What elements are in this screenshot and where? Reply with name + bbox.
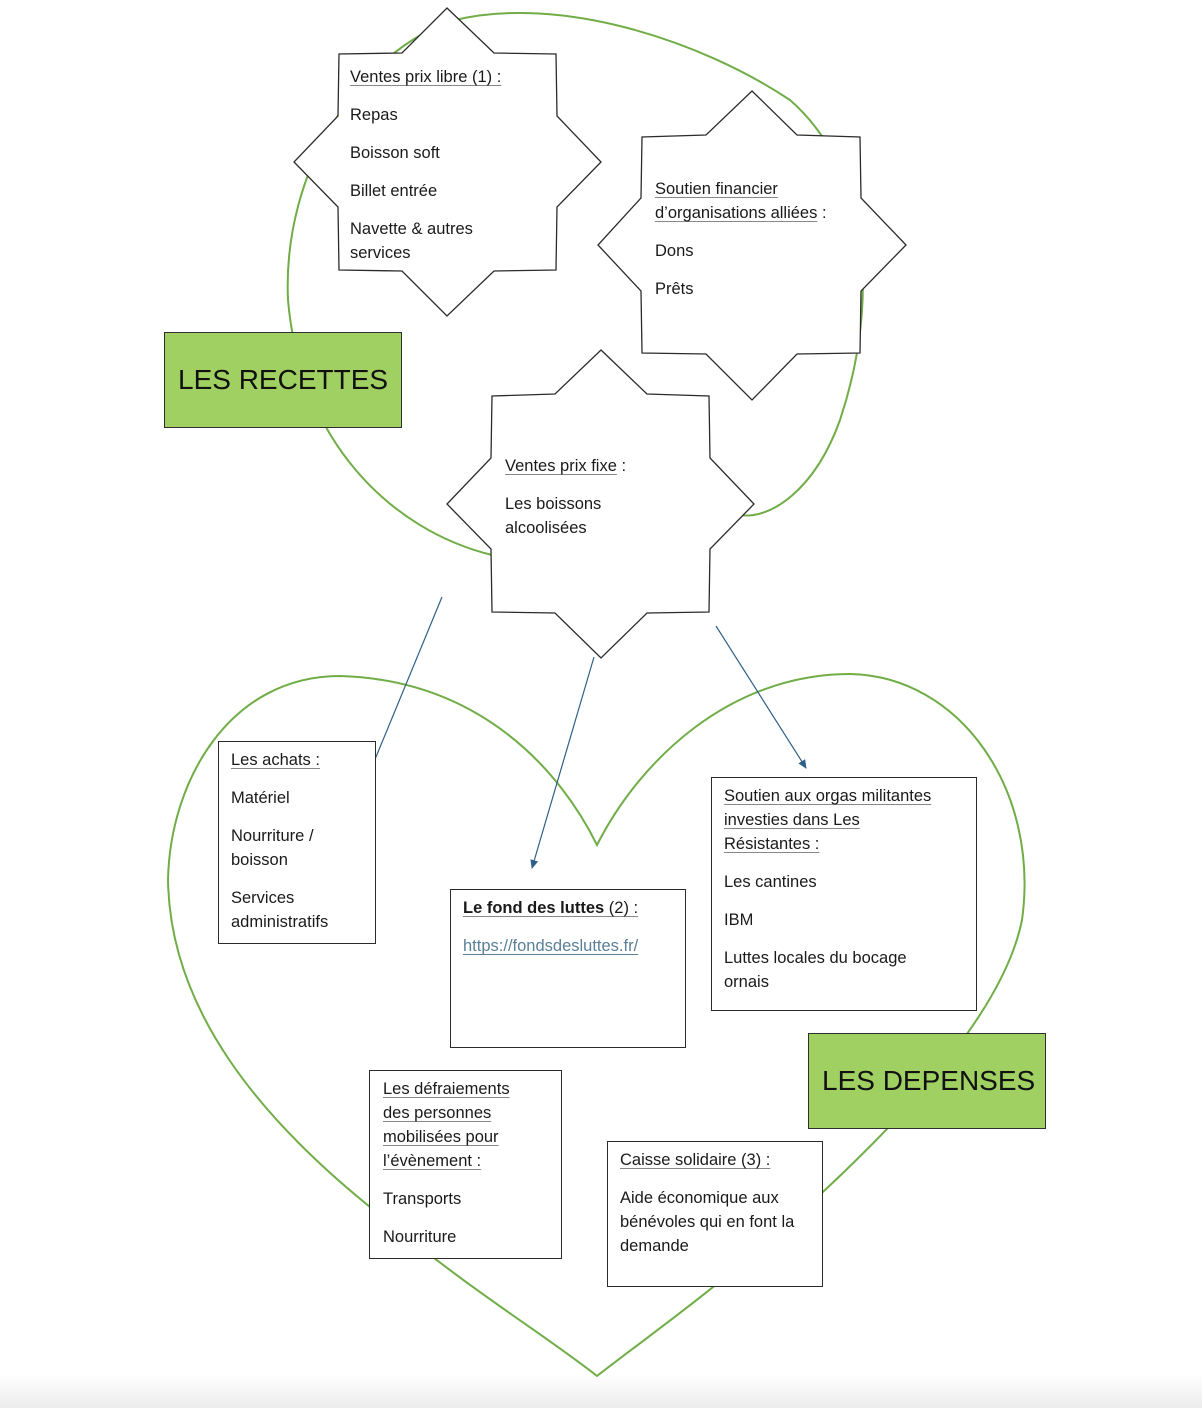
- list-item: Navette & autres: [350, 220, 473, 238]
- ventes-prix-fixe-text: Ventes prix fixe : Les boissons alcoolis…: [505, 454, 705, 540]
- list-item: Repas: [350, 106, 398, 124]
- list-item: ornais: [724, 973, 769, 991]
- list-item: Billet entrée: [350, 182, 438, 200]
- fond-des-luttes-suffix: (2) :: [604, 899, 639, 917]
- defraiements-box: [369, 1070, 562, 1259]
- defraiements-title-line: mobilisées pour: [383, 1128, 499, 1146]
- soutien-financier-title-line2: d’organisations alliées: [655, 204, 818, 222]
- caisse-solidaire-box: [607, 1141, 823, 1287]
- fond-des-luttes-link[interactable]: https://fondsdesluttes.fr/: [463, 937, 639, 955]
- caisse-solidaire-title: Caisse solidaire (3) :: [620, 1151, 771, 1169]
- arrow-to-fond-des-luttes: [530, 656, 595, 869]
- achats-title: Les achats :: [231, 751, 320, 769]
- list-item: Les boissons: [505, 495, 602, 513]
- list-item: Dons: [655, 242, 694, 260]
- star-soutien-financier: [597, 90, 907, 401]
- soutien-orgas-title-line: Soutien aux orgas militantes: [724, 787, 932, 805]
- recettes-label: LES RECETTES: [164, 332, 402, 428]
- arrow-to-soutien-orgas: [715, 625, 807, 769]
- list-item: bénévoles qui en font la: [620, 1213, 795, 1231]
- list-item: services: [350, 244, 411, 262]
- ventes-prix-libre-text: Ventes prix libre (1) : Repas Boisson so…: [350, 65, 550, 265]
- page-bottom-shade: [0, 1374, 1202, 1408]
- star-ventes-prix-libre: [293, 7, 602, 317]
- depenses-label: LES DEPENSES: [808, 1033, 1046, 1129]
- list-item: Nourriture: [383, 1228, 457, 1246]
- soutien-orgas-title-line: investies dans Les: [724, 811, 860, 829]
- achats-text: Les achats : Matériel Nourriture / boiss…: [231, 748, 371, 934]
- list-item: Prêts: [655, 280, 694, 298]
- caisse-solidaire-text: Caisse solidaire (3) : Aide économique a…: [620, 1148, 820, 1258]
- defraiements-title-line: des personnes: [383, 1104, 492, 1122]
- ventes-prix-libre-title: Ventes prix libre: [350, 68, 468, 86]
- soutien-orgas-title-line: Résistantes :: [724, 835, 820, 853]
- depenses-label-text: LES DEPENSES: [822, 1065, 1036, 1096]
- list-item: administratifs: [231, 913, 329, 931]
- defraiements-title-line: Les défraiements: [383, 1080, 510, 1098]
- list-item: IBM: [724, 911, 754, 929]
- ventes-prix-libre-suffix: (1) :: [467, 68, 502, 86]
- soutien-financier-suffix: :: [817, 204, 827, 222]
- soutien-financier-title-line1: Soutien financier: [655, 180, 778, 198]
- ventes-prix-fixe-suffix: :: [616, 457, 627, 475]
- list-item: alcoolisées: [505, 519, 587, 537]
- defraiements-text: Les défraiements des personnes mobilisée…: [383, 1077, 558, 1249]
- fond-des-luttes-text: Le fond des luttes (2) : https://fondsde…: [463, 896, 683, 958]
- list-item: Luttes locales du bocage: [724, 949, 907, 967]
- list-item: Boisson soft: [350, 144, 440, 162]
- list-item: Nourriture /: [231, 827, 314, 845]
- list-item: Les cantines: [724, 873, 817, 891]
- list-item: Aide économique aux: [620, 1189, 779, 1207]
- list-item: Transports: [383, 1190, 462, 1208]
- list-item: boisson: [231, 851, 288, 869]
- recettes-label-text: LES RECETTES: [178, 364, 389, 395]
- soutien-orgas-text: Soutien aux orgas militantes investies d…: [724, 784, 974, 994]
- soutien-financier-text: Soutien financier d’organisations alliée…: [655, 177, 865, 301]
- fond-des-luttes-box: [450, 889, 686, 1048]
- list-item: demande: [620, 1237, 689, 1255]
- list-item: Services: [231, 889, 295, 907]
- list-item: Matériel: [231, 789, 290, 807]
- ventes-prix-fixe-title: Ventes prix fixe: [505, 457, 617, 475]
- defraiements-title-line: l’évènement :: [383, 1152, 482, 1170]
- achats-box: [218, 741, 376, 944]
- soutien-orgas-box: [711, 777, 977, 1011]
- fond-des-luttes-title: Le fond des luttes: [463, 899, 605, 917]
- star-ventes-prix-fixe: [446, 349, 755, 659]
